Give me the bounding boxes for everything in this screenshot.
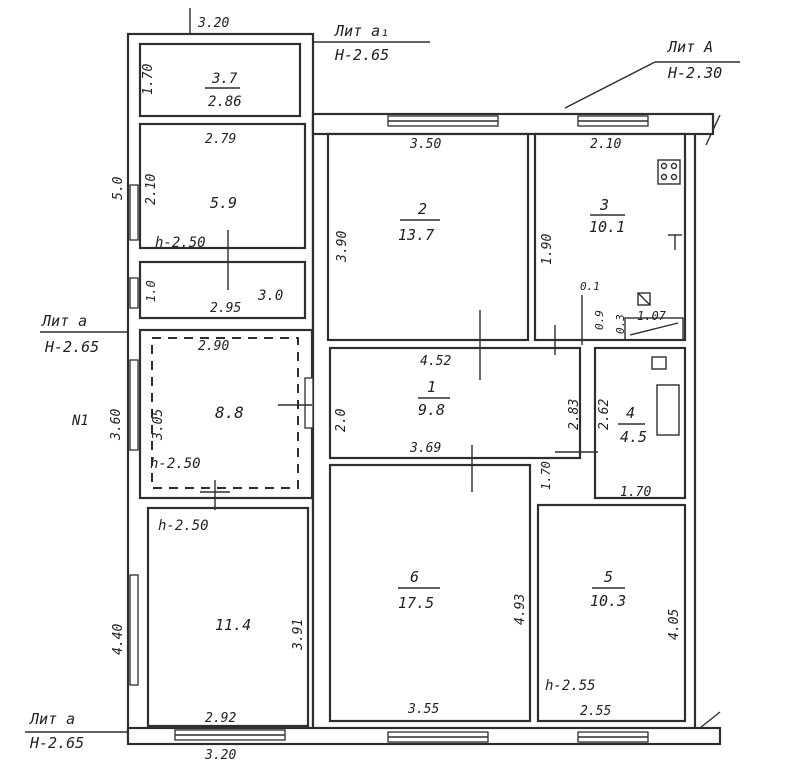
door-ticks — [200, 230, 598, 510]
dim-279: 2.79 — [205, 132, 236, 147]
room-3-number: 3 — [599, 196, 609, 214]
dim-369: 3.69 — [409, 441, 441, 456]
dimension-labels-vertical: 1.70 5.0 2.10 1.0 3.60 3.05 4.40 3.91 3.… — [109, 64, 682, 655]
dim-391: 3.91 — [291, 619, 306, 651]
dim-283: 2.83 — [567, 399, 582, 430]
dim-305: 3.05 — [151, 409, 166, 441]
dim-01: 0.1 — [580, 280, 600, 293]
room-1-number: 1 — [427, 378, 436, 396]
litera-A-height: Н-2.30 — [667, 64, 722, 82]
dim-405: 4.05 — [667, 609, 682, 640]
room-4-area: 4.5 — [620, 428, 647, 446]
room-3-area: 10.1 — [589, 218, 625, 236]
dim-210-left: 2.10 — [144, 174, 159, 205]
sink-icon — [651, 356, 667, 370]
top-box-len: 2.86 — [208, 94, 242, 110]
height-upper: h-2.50 — [155, 235, 206, 251]
walls — [126, 32, 722, 746]
height-room5: h-2.55 — [545, 678, 596, 694]
room-2-number: 2 — [418, 200, 427, 218]
room-4-number: 4 — [626, 404, 635, 422]
fixtures — [624, 159, 684, 436]
room-labels: 2 13.7 3 10.1 1 9.8 4 4.5 6 17.5 5 10.3 … — [205, 71, 647, 634]
dim-350: 3.50 — [409, 137, 441, 152]
room-1-area: 9.8 — [418, 401, 445, 419]
dimension-labels-horizontal: 3.20 2.79 2.95 2.90 2.92 3.20 3.50 2.10 … — [197, 16, 667, 763]
leader-lines — [25, 8, 740, 733]
height-lower: h-2.50 — [158, 518, 209, 534]
dim-170b: 1.70 — [620, 485, 651, 500]
dim-320-bottom: 3.20 — [204, 748, 236, 763]
dim-170c: 1.70 — [539, 461, 553, 490]
height-labels: h-2.50 h-2.50 h-2.50 h-2.55 — [150, 235, 596, 694]
dim-170: 1.70 — [141, 64, 156, 95]
room-2-area: 13.7 — [398, 226, 434, 244]
litera-a-bottom-height: Н-2.65 — [29, 734, 84, 752]
dim-355: 3.55 — [407, 702, 439, 717]
dim-290: 2.90 — [198, 339, 229, 354]
upper-area: 5.9 — [210, 194, 237, 212]
dim-262: 2.62 — [597, 399, 612, 430]
dim-390: 3.90 — [335, 231, 350, 263]
litera-ag-name: Лит а₁ — [333, 22, 389, 40]
dim-190: 1.90 — [540, 234, 555, 265]
dim-292: 2.92 — [205, 711, 236, 726]
height-dashed: h-2.50 — [150, 456, 201, 472]
box-icon — [637, 292, 651, 306]
dim-452: 4.52 — [420, 354, 451, 369]
room-6-number: 6 — [410, 568, 419, 586]
litera-a-bottom-name: Лит а — [28, 710, 75, 728]
dashed-area: 8.8 — [215, 403, 244, 422]
dim-493: 4.93 — [513, 594, 528, 625]
narrow-area: 3.0 — [257, 288, 283, 304]
dim-50: 5.0 — [111, 176, 126, 200]
dim-107: 1.07 — [637, 309, 667, 323]
room-5-number: 5 — [604, 568, 613, 586]
dim-09: 0.9 — [593, 310, 606, 330]
lower-area: 11.4 — [215, 616, 251, 634]
dim-20: 2.0 — [334, 408, 349, 432]
dim-255: 2.55 — [580, 704, 611, 719]
entrance-label: N1 — [71, 413, 89, 429]
windows — [129, 115, 649, 743]
litera-A-name: Лит А — [666, 38, 713, 56]
tub-icon — [624, 317, 684, 341]
dim-03: 0.3 — [614, 314, 627, 334]
litera-labels: Лит а₁ Н-2.65 Лит А Н-2.30 Лит а Н-2.65 … — [28, 22, 722, 752]
dim-440: 4.40 — [111, 624, 126, 655]
room-5-area: 10.3 — [590, 592, 626, 610]
dim-360: 3.60 — [109, 409, 124, 441]
top-box-num: 3.7 — [211, 71, 238, 87]
dashed-outline — [151, 337, 299, 489]
dim-320-top: 3.20 — [197, 16, 229, 31]
litera-a-mid-name: Лит а — [40, 312, 87, 330]
dim-10: 1.0 — [144, 280, 158, 302]
litera-ag-height: Н-2.65 — [334, 46, 389, 64]
litera-a-mid-height: Н-2.65 — [44, 338, 99, 356]
dim-295: 2.95 — [210, 301, 241, 316]
dim-210-top: 2.10 — [590, 137, 621, 152]
fixture-icon — [656, 384, 680, 436]
stove-icon — [657, 159, 681, 185]
room-6-area: 17.5 — [398, 594, 434, 612]
